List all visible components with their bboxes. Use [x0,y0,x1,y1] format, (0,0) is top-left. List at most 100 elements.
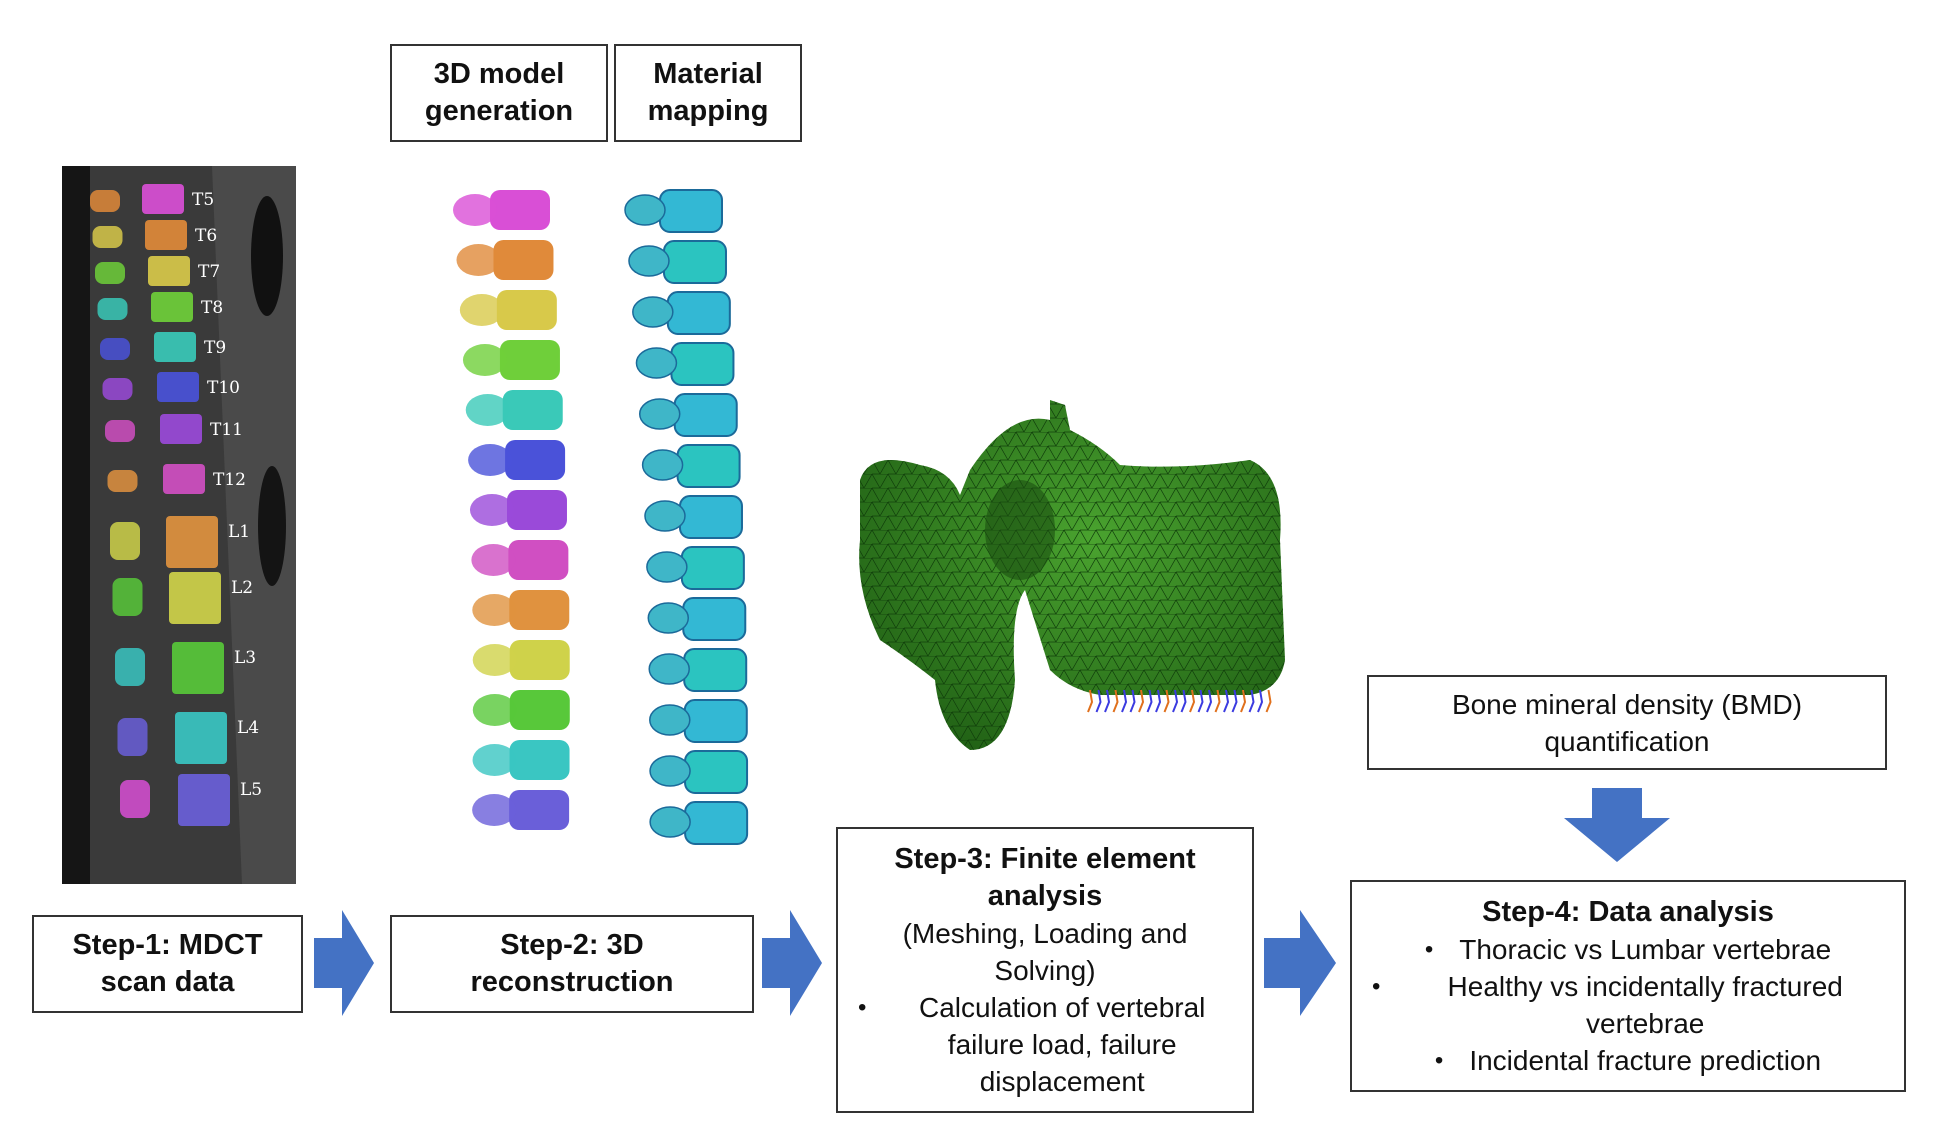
spine-vertebra [499,340,560,380]
ct-vertebra-body [160,414,202,444]
boundary-condition-marker [1104,689,1111,713]
ct-vertebra-body [142,184,184,214]
ct-vertebra-body [163,464,205,494]
model-generation-header: 3D model generation [390,44,608,142]
fe-mesh-vertebra [840,390,1290,760]
spine-process [462,344,507,376]
material-process [644,500,686,532]
spine-process [472,744,517,776]
spine-vertebra [509,690,570,730]
ct-vertebra-label: T12 [213,470,246,490]
spine-process [459,294,504,326]
material-process [624,194,666,226]
ct-vertebra-body [172,642,224,694]
boundary-condition-marker [1231,689,1238,713]
boundary-condition-marker [1112,689,1119,713]
material-process [649,704,691,736]
material-process [649,806,691,838]
ct-vertebra-label: T11 [210,420,243,440]
ct-vertebra-process [117,718,148,756]
ct-vertebra-label: T10 [207,378,240,398]
material-vertebra [666,291,731,335]
ct-vertebra-body [145,220,187,250]
step3-title: Step-3: Finite element analysis [894,842,1196,912]
spine-3d-model [430,180,610,860]
step4-bullet-text: Thoracic vs Lumbar vertebrae [1459,933,1832,965]
ct-vertebra-process [95,262,125,284]
spine-process [472,644,517,676]
arrow-right-icon [1264,910,1336,1016]
mdct-scan-svg [62,166,296,884]
ct-vertebra-body [166,516,218,568]
ct-vertebra-process [107,470,138,492]
boundary-condition-marker [1189,689,1196,713]
ct-vertebra-label: T8 [201,298,224,318]
boundary-condition-marker [1223,689,1230,713]
material-process [649,755,691,787]
ct-vertebra-label: L1 [228,522,251,542]
material-vertebra [684,750,749,794]
step4-bullet-2: • Healthy vs incidentally fractured vert… [1372,968,1884,1042]
material-vertebra [676,444,741,488]
ct-vertebra-process [100,338,130,360]
material-process [648,653,690,685]
boundary-condition-marker [1214,689,1221,713]
material-vertebra [673,393,738,437]
material-vertebra [680,546,745,590]
ct-vertebra-process [90,190,120,212]
model-generation-label: 3D model generation [424,58,574,127]
boundary-condition-marker [1180,689,1187,713]
ct-vertebra-label: T7 [198,262,221,282]
bullet-icon: • [1434,1046,1444,1074]
material-process [632,296,674,328]
ct-vertebra-process [105,420,135,442]
boundary-condition-marker [1206,689,1213,713]
spine-vertebra [493,240,554,280]
bullet-icon: • [1424,935,1434,963]
ct-vertebra-process [92,226,123,248]
spine-process [469,494,514,526]
material-process [638,398,681,430]
step4-bullet-3: • Incidental fracture prediction [1435,1042,1821,1079]
spine-vertebra [506,490,567,530]
material-process [646,551,688,583]
fe-mesh-svg [859,400,1285,750]
step3-bullet: • Calculation of vertebral failure load,… [858,989,1232,1100]
step2-box: Step-2: 3D reconstruction [390,915,754,1013]
ct-vertebra-body [178,774,230,826]
step4-title: Step-4: Data analysis [1482,895,1774,928]
material-vertebra [682,597,747,641]
spine-process [471,544,516,576]
boundary-condition-marker [1095,689,1102,713]
arrow-right-icon [762,910,822,1016]
ct-vertebra-label: T6 [195,226,218,246]
step3-box: Step-3: Finite element analysis (Meshing… [836,827,1254,1113]
spine-vertebra [509,740,570,780]
ct-vertebra-process [112,578,143,616]
ct-vertebra-process [115,648,145,686]
ct-vertebra-label: L5 [240,780,263,800]
boundary-condition-marker [1138,689,1145,713]
material-vertebra [670,342,735,386]
spine-process [465,394,510,426]
spine-vertebra [505,440,566,480]
ct-vertebra-process [110,522,140,560]
spine-3d-svg [453,190,570,830]
spine-process [453,194,497,226]
step3-subtitle: (Meshing, Loading and Solving) [902,917,1188,986]
boundary-condition-marker [1257,689,1264,713]
material-mapping-label: Material mapping [647,58,769,127]
material-vertebra [662,240,727,284]
spine-vertebra [508,540,569,580]
ct-vertebra-label: T5 [192,190,215,210]
boundary-condition-marker [1248,689,1255,713]
ct-vertebra-label: L3 [234,648,257,668]
material-vertebra [684,801,749,845]
bullet-icon: • [1372,972,1381,1000]
spine-material-svg [624,189,749,845]
boundary-condition-marker [1155,689,1162,713]
boundary-condition-marker [1146,689,1153,713]
spine-vertebra [509,640,570,680]
boundary-condition-marker [1163,689,1170,713]
boundary-condition-marker [1129,689,1136,713]
